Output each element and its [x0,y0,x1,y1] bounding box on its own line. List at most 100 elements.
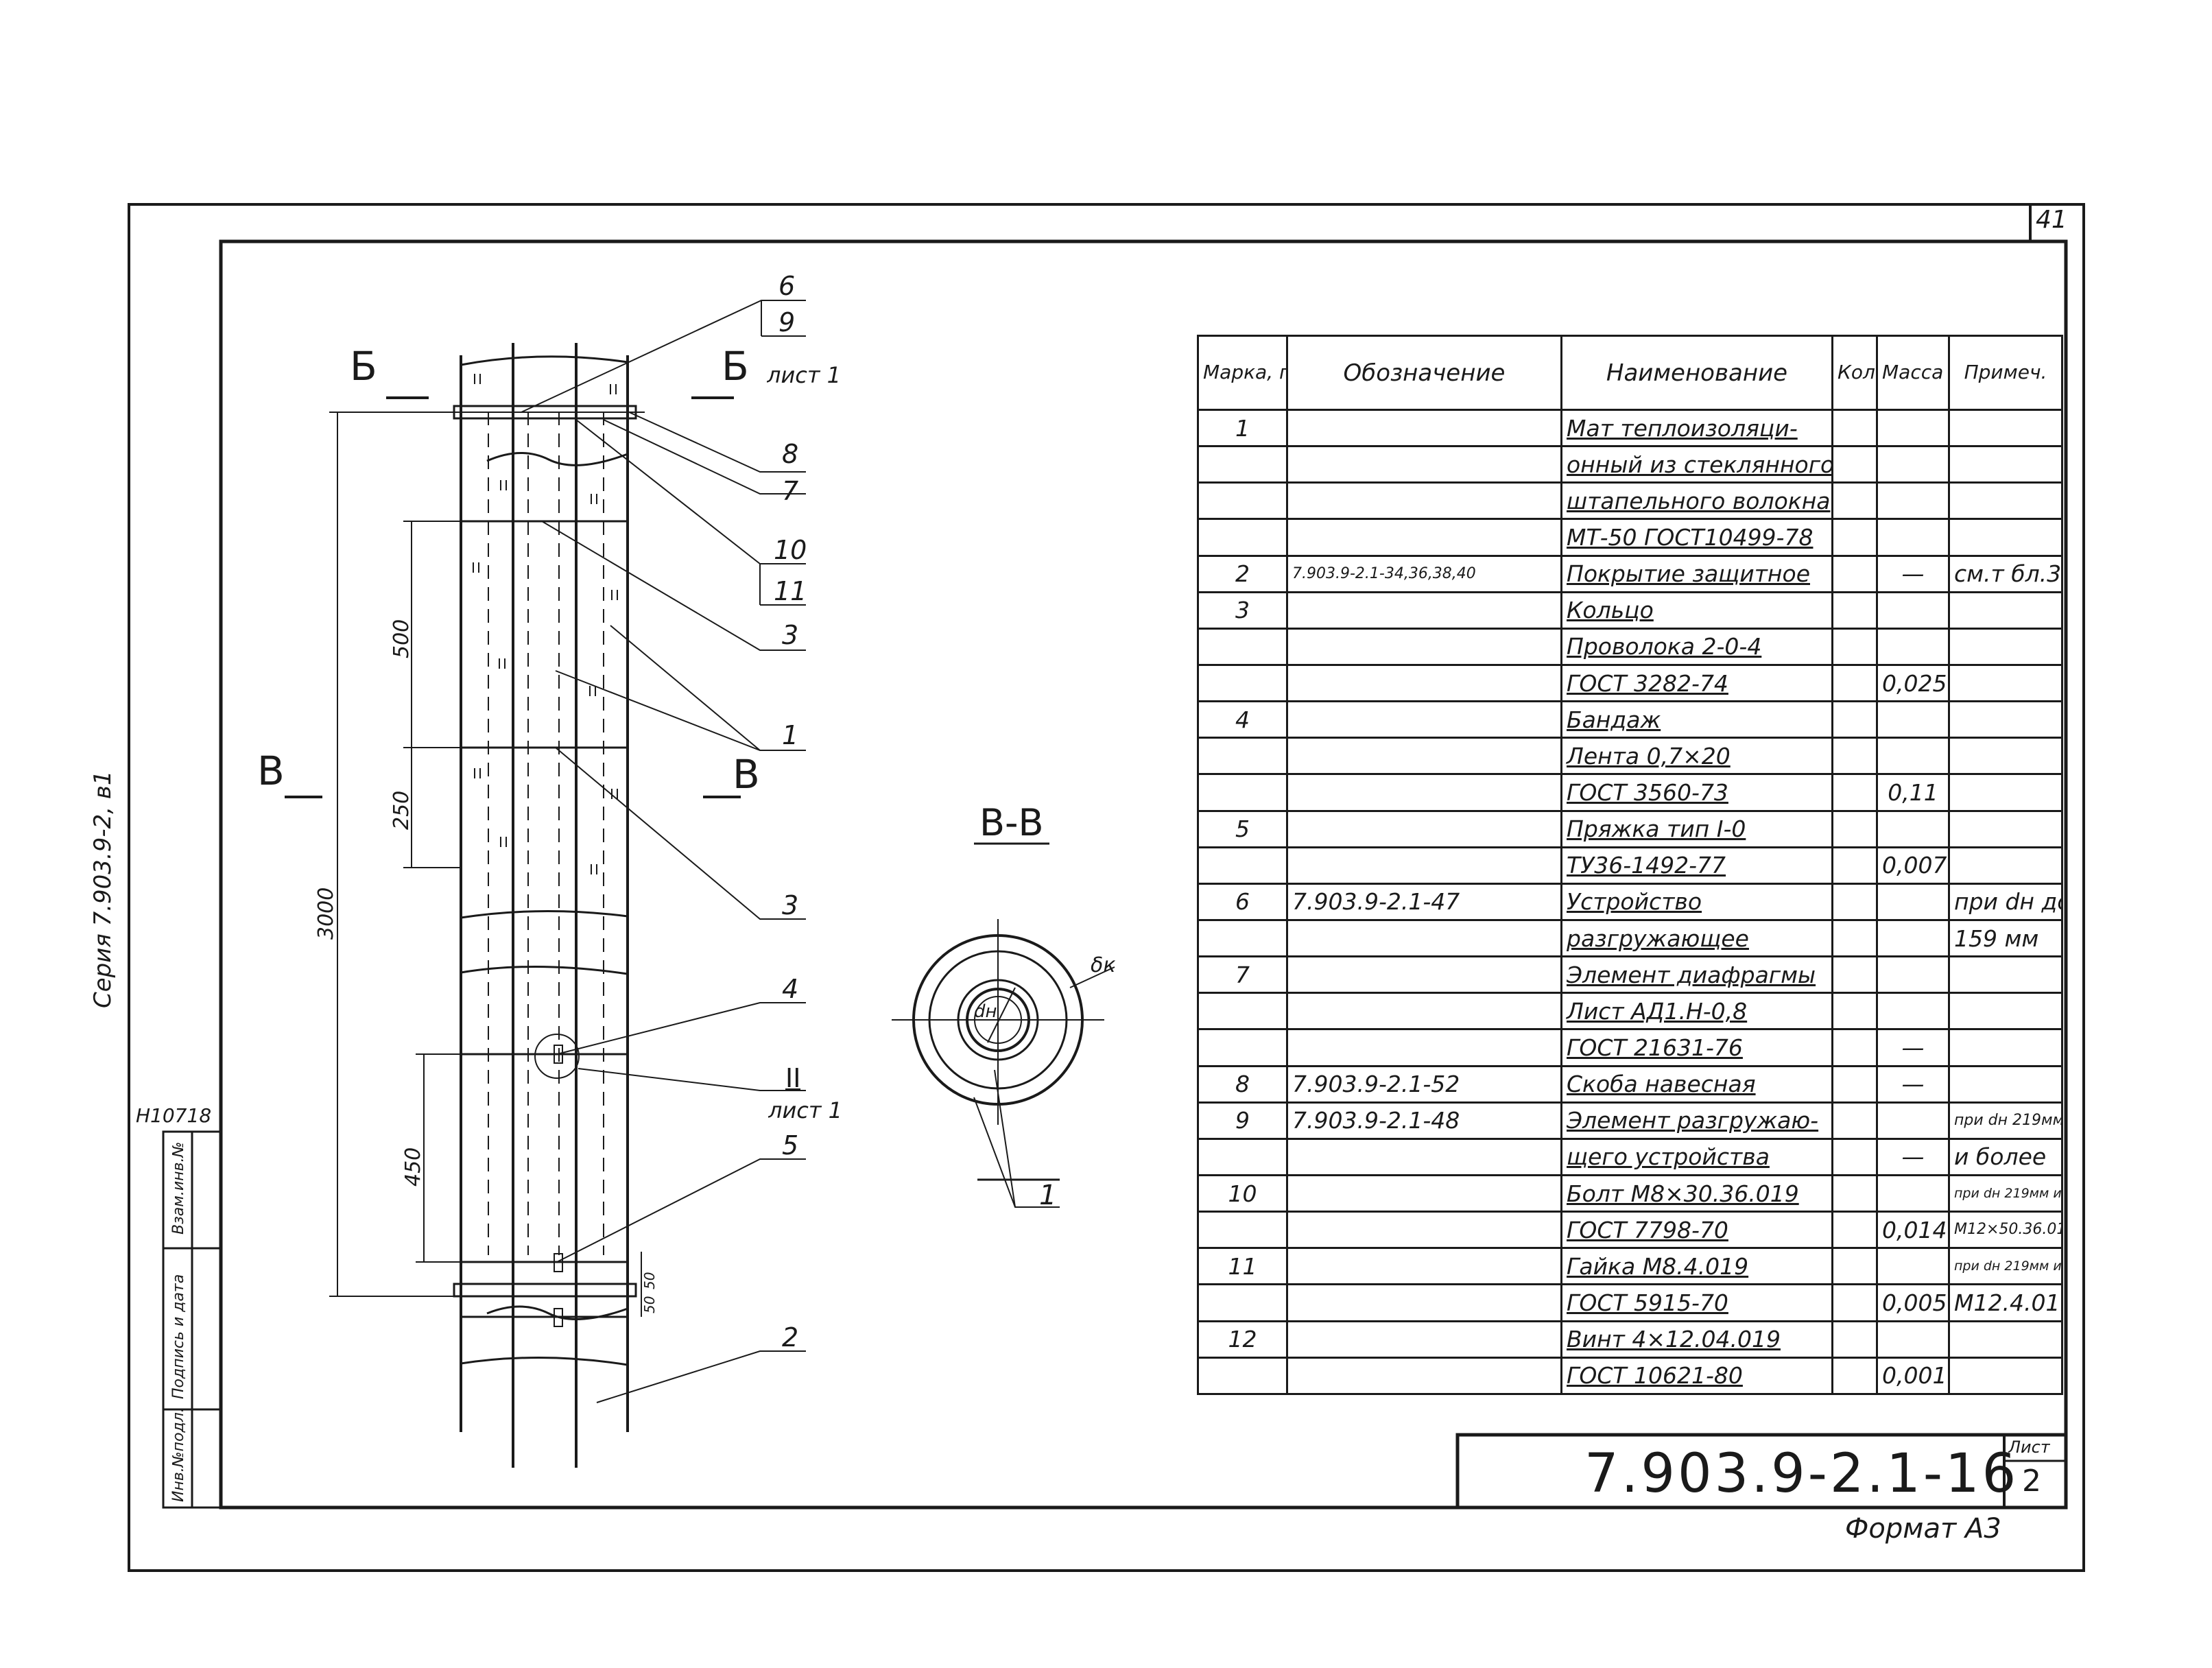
cell-name: Гайка М8.4.019 [1560,1247,1833,1286]
cell-name: Винт 4×12.04.019 [1560,1320,1833,1359]
cell-mark [1197,1283,1288,1322]
specification-table: Марка, поз. Обозначение Наименование Кол… [1197,335,2063,1396]
cell-name: ГОСТ 7798-70 [1560,1211,1833,1250]
cell-note [1948,773,2063,812]
dim-50-b: 50 [641,1296,658,1313]
cell-mass: 0,11 [1876,773,1950,812]
cell-qty [1831,846,1878,885]
cell-designation [1286,663,1562,703]
cell-mass [1876,445,1950,484]
cell-note: и более [1948,1137,2063,1176]
cell-name: ГОСТ 21631-76 [1560,1028,1833,1067]
cell-mass [1876,408,1950,448]
cell-qty [1831,992,1878,1031]
header-designation: Обозначение [1286,335,1562,411]
cell-qty [1831,627,1878,666]
cell-mass [1876,518,1950,557]
cell-designation [1286,992,1562,1031]
cell-mark [1197,445,1288,484]
cell-qty [1831,809,1878,848]
section-title: В-В [979,801,1044,844]
series-label: Серия 7.903.9-2, в1 [89,770,117,1008]
cell-mark: 6 [1197,882,1288,921]
cell-mark [1197,518,1288,557]
cell-designation [1286,1137,1562,1176]
cell-note [1948,445,2063,484]
cell-name: ГОСТ 3560-73 [1560,773,1833,812]
callout-3-mid: 3 [782,890,799,920]
cell-name: Лист АД1.Н-0,8 [1560,992,1833,1031]
cell-designation [1286,445,1562,484]
cell-qty [1831,1173,1878,1213]
cell-designation [1286,1173,1562,1213]
cell-note [1948,809,2063,848]
insulation-hatching [473,374,618,874]
dk-label: δк [1091,953,1116,977]
cell-designation [1286,1356,1562,1396]
cell-name: Устройство [1560,882,1833,921]
cell-mass [1876,1101,1950,1140]
table-row: 11 Гайка М8.4.019 при dн 219мм и более [1197,1247,2063,1286]
cell-note [1948,846,2063,885]
callout-3-top: 3 [782,620,799,650]
cell-mark: 5 [1197,809,1288,848]
cell-name: штапельного волокна [1560,481,1833,521]
pipe-drawing [285,300,806,1468]
cell-mark [1197,481,1288,521]
cell-mark [1197,1137,1288,1176]
cell-designation [1286,591,1562,630]
cell-note [1948,408,2063,448]
cell-qty [1831,773,1878,812]
cell-qty [1831,882,1878,921]
cell-note: при dн 219мм [1948,1101,2063,1140]
cell-name: Мат теплоизоляци- [1560,408,1833,448]
cell-name: ГОСТ 5915-70 [1560,1283,1833,1322]
callout-9: 9 [778,307,796,337]
sheet-label: Лист [2008,1438,2050,1457]
cell-mass: 0,001 [1876,1356,1950,1396]
cell-note: при dн 219мм и более [1948,1247,2063,1286]
cell-qty [1831,1028,1878,1067]
cell-designation: 7.903.9-2.1-48 [1286,1101,1562,1140]
cell-mark: 9 [1197,1101,1288,1140]
cell-mass [1876,992,1950,1031]
cell-mass [1876,955,1950,994]
cell-mark [1197,1211,1288,1250]
cell-name: Лента 0,7×20 [1560,737,1833,776]
cell-designation [1286,918,1562,958]
cell-note [1948,591,2063,630]
dim-3000: 3000 [314,887,338,940]
table-row: 1 Мат теплоизоляци- [1197,408,2063,448]
cell-mass [1876,737,1950,776]
table-row: ГОСТ 3560-73 0,11 [1197,773,2063,812]
cell-mark: 2 [1197,554,1288,593]
cell-qty [1831,1356,1878,1396]
cell-note [1948,518,2063,557]
cell-designation [1286,481,1562,521]
header-mark: Марка, поз. [1197,335,1288,411]
cell-qty [1831,591,1878,630]
cell-mark: 1 [1197,408,1288,448]
cell-qty [1831,918,1878,958]
cell-mass [1876,809,1950,848]
cell-name: Элемент диафрагмы [1560,955,1833,994]
cell-mark: 11 [1197,1247,1288,1286]
cell-mark [1197,846,1288,885]
dim-500: 500 [390,619,414,658]
cell-note [1948,481,2063,521]
sheet-number: 41 [2036,206,2067,234]
cell-qty [1831,955,1878,994]
header-mass: Масса ед, кг [1876,335,1950,411]
cell-qty [1831,1247,1878,1286]
section-view [892,842,1115,1208]
cell-mark: 10 [1197,1173,1288,1213]
callout-11: 11 [774,576,807,606]
